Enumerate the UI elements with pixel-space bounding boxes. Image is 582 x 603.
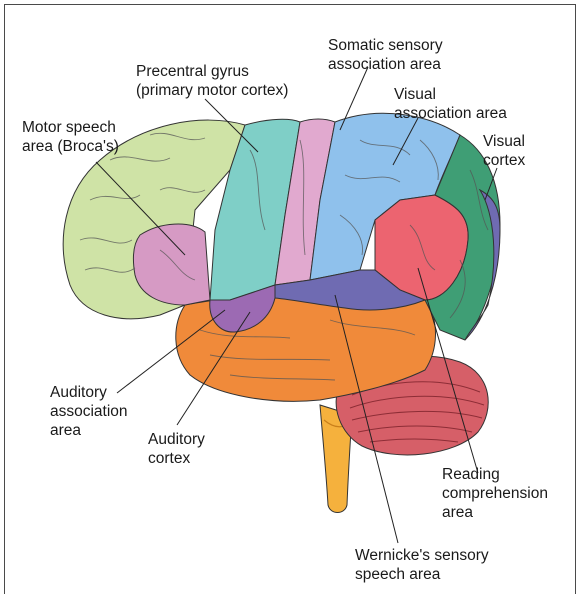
label-motor-speech: Motor speech area (Broca's) <box>22 118 119 156</box>
label-visual-cortex: Visual cortex <box>483 132 525 170</box>
label-reading-comprehension: Reading comprehension area <box>442 465 548 522</box>
label-somatic-sensory: Somatic sensory association area <box>328 36 443 74</box>
label-precentral-gyrus: Precentral gyrus (primary motor cortex) <box>136 62 288 100</box>
label-auditory-cortex: Auditory cortex <box>148 430 205 468</box>
label-visual-association: Visual association area <box>394 85 507 123</box>
label-wernicke: Wernicke's sensory speech area <box>355 546 489 584</box>
label-auditory-association: Auditory association area <box>50 383 128 440</box>
